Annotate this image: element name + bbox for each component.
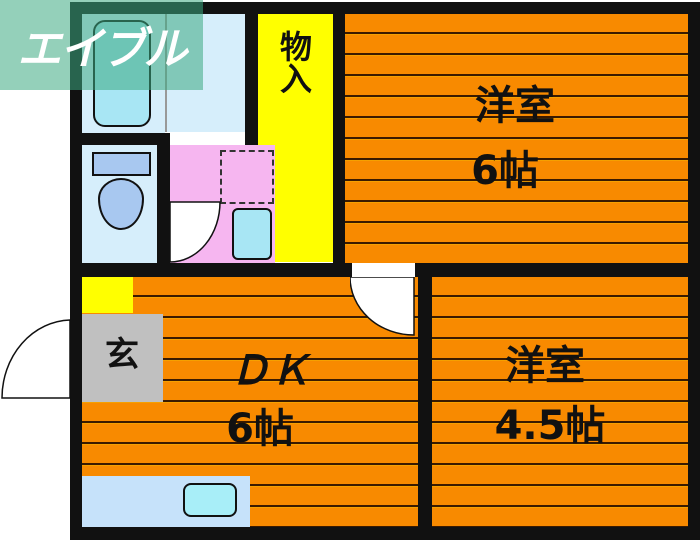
- outer-wall-left: [70, 2, 82, 540]
- outer-wall-bottom: [70, 527, 700, 540]
- outer-wall-right: [688, 2, 700, 540]
- door-arc: [170, 201, 221, 263]
- room-name: 洋室: [505, 343, 585, 389]
- room-size: 6帖: [471, 148, 539, 194]
- room-name: 洋室: [475, 83, 555, 129]
- washbasin: [232, 208, 272, 260]
- washing-machine-space: [220, 150, 274, 204]
- wall: [157, 133, 170, 268]
- wall: [333, 14, 345, 264]
- shoe-cabinet: [82, 277, 133, 313]
- toilet-tank: [92, 152, 151, 176]
- closet-label: 物入: [275, 30, 313, 94]
- entrance: [82, 314, 163, 402]
- door-arc: [350, 277, 415, 336]
- wall: [418, 277, 432, 527]
- entry-door-arc: [1, 319, 71, 399]
- western-room-6: [345, 14, 688, 263]
- wall: [415, 263, 690, 277]
- room-size: 6帖: [226, 406, 294, 452]
- entrance-label: 玄: [105, 335, 139, 375]
- wall: [82, 263, 352, 277]
- able-logo: エイブル: [0, 0, 203, 90]
- outer-wall-top: [70, 2, 700, 14]
- wall: [82, 133, 170, 145]
- room-size: 4.5帖: [494, 403, 606, 449]
- western-room-4-5: [432, 277, 688, 527]
- room-name: ＤＫ: [230, 348, 310, 394]
- kitchen-sink: [183, 483, 237, 517]
- toilet-bowl: [98, 178, 144, 230]
